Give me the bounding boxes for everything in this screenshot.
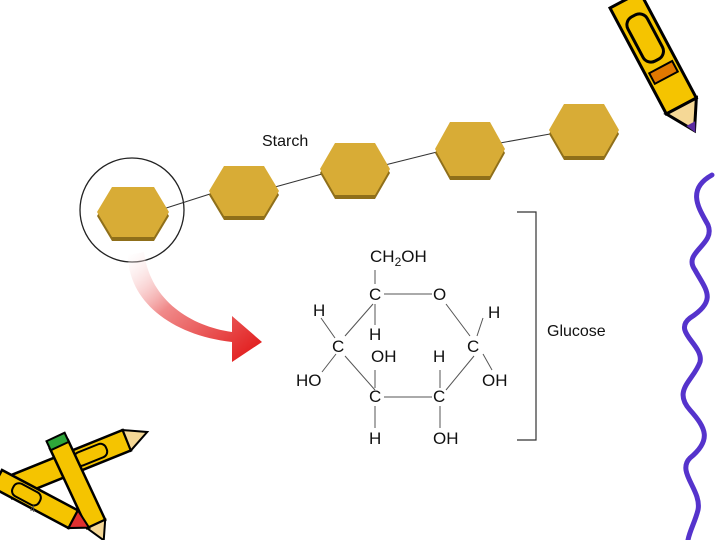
h-c5-label: H xyxy=(313,301,325,320)
h-c3-label: H xyxy=(369,429,381,448)
pencil-icon xyxy=(607,0,699,134)
oh-c3-label: OH xyxy=(371,347,397,366)
glucose-unit-hexagon xyxy=(97,187,169,241)
glucose-bracket xyxy=(517,211,537,441)
crossed-pencils-icon xyxy=(0,428,150,540)
h-c2-label: H xyxy=(433,347,445,366)
h-c4-label: H xyxy=(369,325,381,344)
h-c1-label: H xyxy=(488,303,500,322)
slide-number: 4 xyxy=(30,504,36,514)
ring-carbon-1: C xyxy=(467,337,479,356)
glucose-unit-hexagon xyxy=(435,122,505,180)
glucose-structure xyxy=(320,270,493,428)
glucose-unit-hexagon xyxy=(320,143,390,199)
glucose-atom-labels: CH2OH C O H H H C OH H C HO OH C C H OH xyxy=(296,247,508,448)
glucose-label: Glucose xyxy=(547,323,606,340)
oh-c1-label: OH xyxy=(482,371,508,390)
ho-c4-label: HO xyxy=(296,371,322,390)
ring-carbon-5: C xyxy=(369,285,381,304)
ring-carbon-3: C xyxy=(369,387,381,406)
glucose-unit-hexagon xyxy=(549,104,619,160)
starch-chain xyxy=(97,104,619,241)
oh-c2-label: OH xyxy=(433,429,459,448)
curved-arrow-icon xyxy=(128,252,262,362)
ch2oh-label: CH2OH xyxy=(370,247,427,269)
ring-oxygen: O xyxy=(433,285,446,304)
starch-label: Starch xyxy=(262,133,309,150)
squiggle-line xyxy=(680,172,715,540)
glucose-unit-hexagon xyxy=(209,166,279,220)
starch-chain-links xyxy=(159,133,551,211)
ring-carbon-4: C xyxy=(332,337,344,356)
ring-carbon-2: C xyxy=(433,387,445,406)
